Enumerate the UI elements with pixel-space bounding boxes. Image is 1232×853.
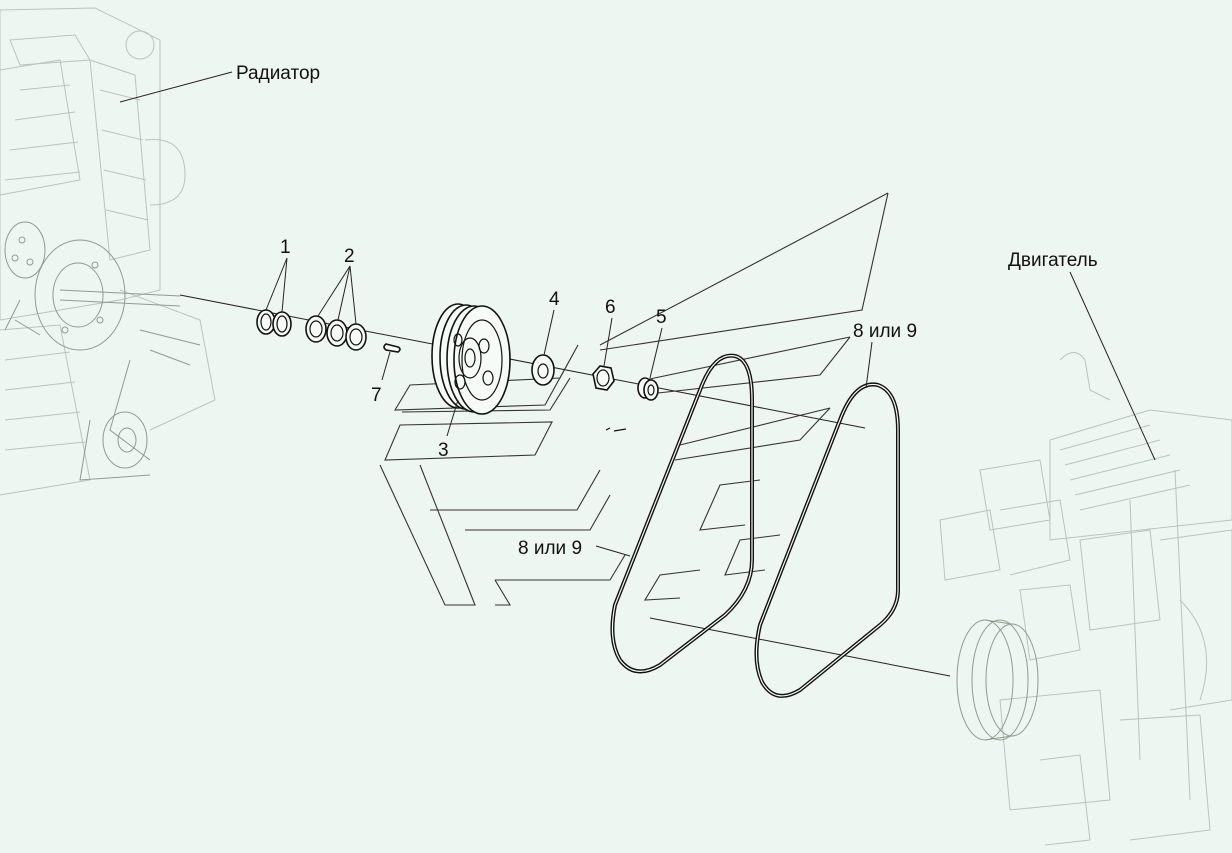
belt-side-label: 8 или 9 xyxy=(518,538,582,559)
part-3-pulley xyxy=(431,303,511,415)
part-4-washer xyxy=(531,354,555,386)
belt-left xyxy=(610,353,754,674)
part-4-callout: 4 xyxy=(543,289,560,356)
part-5-number: 5 xyxy=(656,307,667,328)
radiator-callout: Радиатор xyxy=(119,63,320,103)
belt-top-callout: 8 или 9 xyxy=(853,321,917,389)
dimension-dots xyxy=(605,427,627,432)
engine-callout: Двигатель xyxy=(1008,250,1156,461)
fan-hub-ghost xyxy=(4,221,201,481)
engine-label: Двигатель xyxy=(1008,250,1098,271)
part-3-number: 3 xyxy=(438,440,449,461)
engine-ghost xyxy=(939,352,1232,846)
part-1-number: 1 xyxy=(280,237,291,258)
part-1-rings xyxy=(256,309,292,337)
belt-side-callout: 8 или 9 xyxy=(518,538,631,559)
belt-top-label: 8 или 9 xyxy=(853,321,917,342)
engine-axis-line xyxy=(649,617,951,677)
part-6-number: 6 xyxy=(605,297,616,318)
belt-right xyxy=(754,382,900,698)
part-7-number: 7 xyxy=(371,385,382,406)
part-2-number: 2 xyxy=(344,246,355,267)
part-7-key xyxy=(383,343,401,353)
part-3-callout: 3 xyxy=(438,399,459,461)
part-4-number: 4 xyxy=(549,289,560,310)
part-6-nut xyxy=(592,365,615,391)
part-1-callout: 1 xyxy=(265,237,291,313)
part-2-washers xyxy=(305,315,367,351)
part-7-callout: 7 xyxy=(371,351,391,406)
part-6-callout: 6 xyxy=(603,297,616,367)
engine-pulley-ghost xyxy=(956,619,1039,741)
part-5-bushing xyxy=(637,377,659,401)
part-2-callout: 2 xyxy=(317,246,357,325)
radiator-label: Радиатор xyxy=(236,63,320,84)
part-5-callout: 5 xyxy=(649,307,667,379)
